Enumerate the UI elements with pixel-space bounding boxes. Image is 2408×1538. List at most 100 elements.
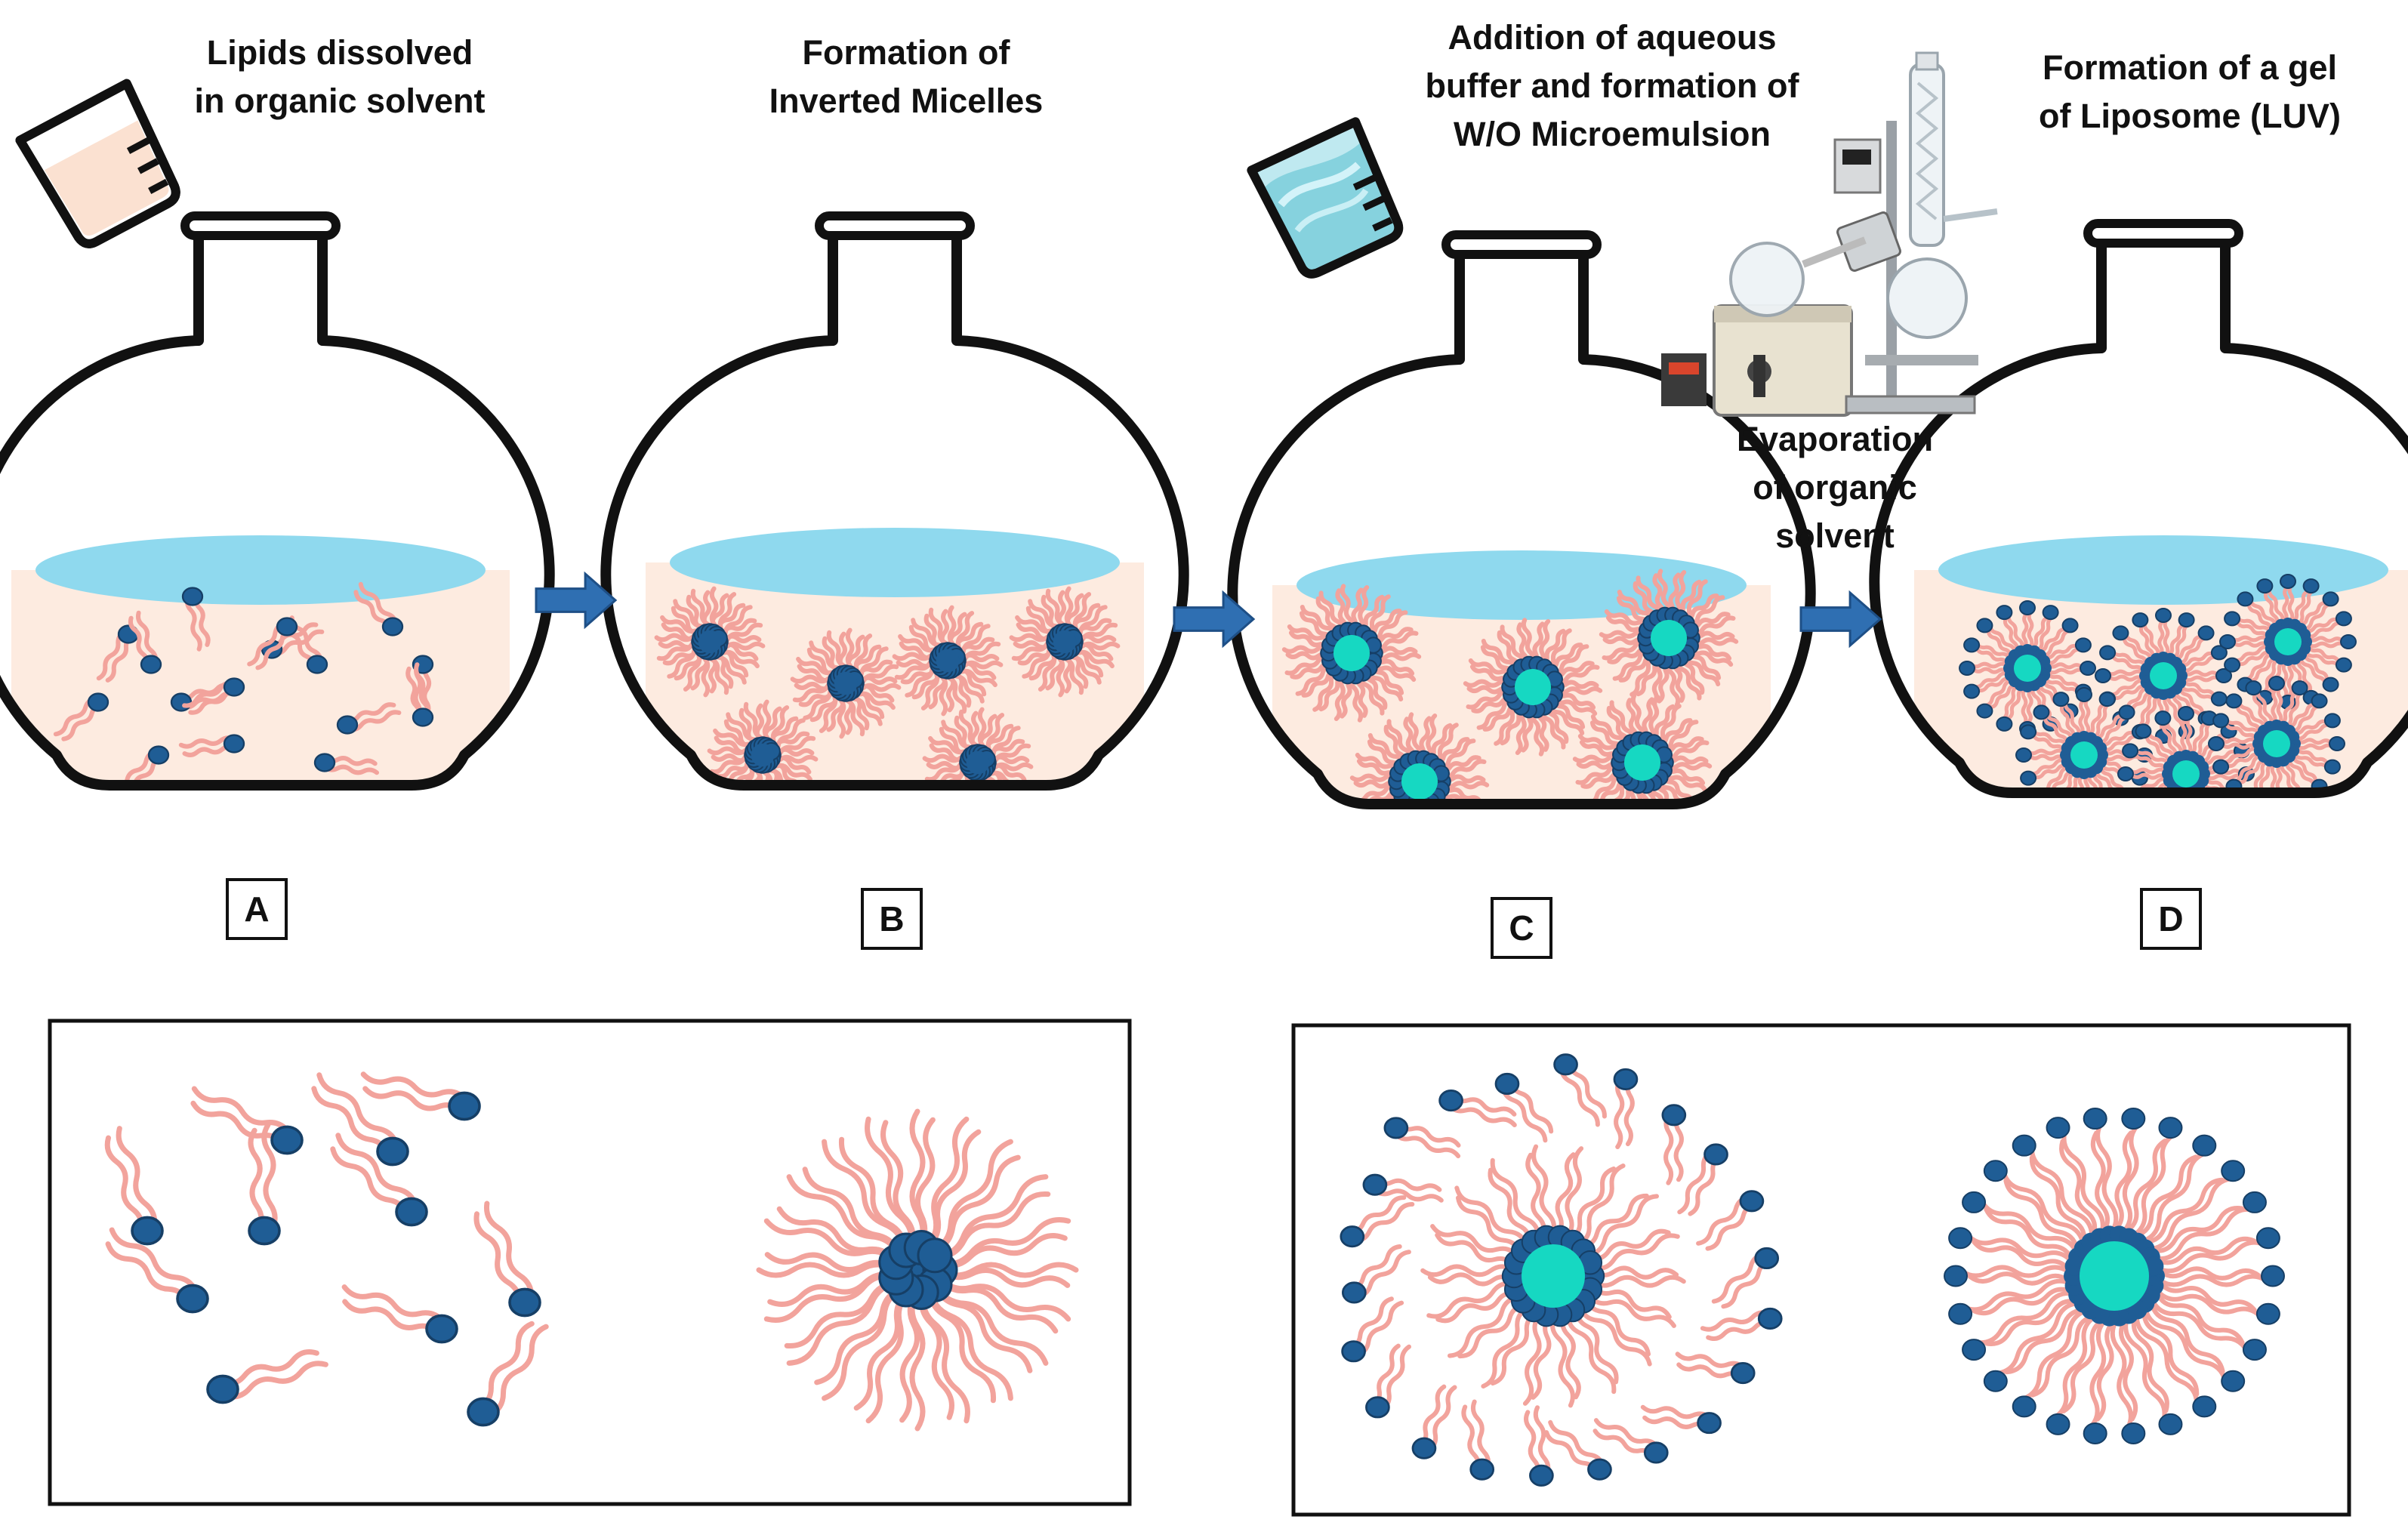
lipid-tail	[914, 1117, 936, 1250]
lipid-tail	[1347, 1195, 1407, 1234]
lipid-tail	[776, 1206, 899, 1266]
lipid-head	[2083, 1108, 2107, 1130]
lipid-tail	[191, 1086, 293, 1137]
lipid-tail	[1358, 673, 1385, 716]
lipid-tail	[2299, 657, 2327, 686]
lipid-head	[2221, 810, 2237, 824]
lipid-tail	[1427, 1272, 1516, 1287]
lipid-head	[1587, 1458, 1612, 1481]
lipid-head	[206, 1374, 239, 1404]
lipid-tail	[96, 630, 127, 681]
lipid-tail	[2179, 684, 2216, 702]
lipid-tail	[1466, 689, 1512, 710]
process-arrow	[1173, 590, 1256, 649]
lipid-head	[276, 617, 298, 636]
lipid-tail	[2001, 1170, 2086, 1245]
lipid-head	[2094, 741, 2107, 755]
lipid-head	[2224, 657, 2241, 673]
lipid-tail	[2292, 719, 2327, 735]
lipid-tail	[2149, 1176, 2234, 1251]
lipid-tail	[1986, 630, 2012, 658]
lipid-head	[2335, 657, 2352, 673]
lipid-tail	[346, 710, 402, 732]
flask-rim	[2083, 219, 2243, 248]
lipid-tail	[1617, 590, 1656, 623]
lipid-tail	[2113, 1130, 2134, 1232]
lipid-tail	[2151, 1206, 2244, 1253]
step-d-caption: Formation of a gel of Liposome (LUV)	[2001, 44, 2379, 140]
lipid-tail	[2286, 661, 2294, 698]
lipid-tail	[2154, 1291, 2245, 1345]
flask-rim	[815, 211, 975, 240]
lipid-tail	[1456, 1195, 1522, 1257]
lipid-head	[2291, 680, 2308, 696]
lipid-tail	[919, 1289, 954, 1420]
lipid-tail	[1984, 1207, 2074, 1261]
free-lipids-cluster	[104, 1071, 549, 1427]
lipid-head	[1944, 1265, 1968, 1287]
lipid-head	[395, 1197, 428, 1227]
lipid-head	[2100, 804, 2115, 818]
lipid-tail	[2235, 705, 2262, 733]
flask-d	[1869, 219, 2408, 828]
lipid-tail	[1995, 1301, 2080, 1376]
lipid-tail	[1551, 696, 1598, 716]
lipid-tail	[1688, 1154, 1723, 1216]
lipid-tail	[2233, 645, 2270, 663]
lipid-head	[2112, 625, 2129, 641]
lipid-head	[2098, 692, 2116, 707]
lipid-tail	[2174, 634, 2202, 661]
lipid-tail	[1612, 648, 1651, 681]
lipid-head	[1703, 1143, 1728, 1166]
lipid-tail	[1614, 1077, 1625, 1149]
lipid-tail	[1539, 707, 1566, 750]
lipid-tail	[1500, 1084, 1548, 1143]
lipid-tail	[1545, 628, 1572, 671]
lipid-tail	[2178, 636, 2207, 665]
lipid-tail	[1348, 1244, 1402, 1291]
lipid-tail	[1481, 639, 1520, 672]
inverted-micelle-detail	[756, 1108, 1079, 1432]
process-arrow	[1799, 590, 1882, 649]
lipid-tail	[2149, 1301, 2225, 1374]
lipid-head	[2121, 1108, 2146, 1130]
lipid-head	[270, 1125, 304, 1155]
lipid-head	[1529, 1464, 1554, 1487]
lipid-head	[2135, 810, 2151, 824]
lipid-head	[313, 753, 336, 772]
beaker-aqueous-buffer-icon	[1247, 117, 1404, 279]
lipid-head	[2053, 804, 2068, 818]
lipid-head	[2019, 600, 2036, 615]
lipid-head	[2154, 710, 2172, 726]
lipid-tail	[880, 1120, 916, 1251]
lipid-tail	[2303, 603, 2332, 631]
lipid-head	[170, 692, 193, 712]
lipid-tail	[2187, 795, 2190, 828]
lipid-head	[2121, 1422, 2146, 1444]
lipid-tail	[1984, 679, 2012, 707]
lipid-head	[1383, 1117, 1409, 1139]
caption-line: buffer and formation of	[1425, 66, 1799, 105]
lipid-tail	[2237, 700, 2266, 729]
lipid-tail	[2218, 737, 2258, 744]
lipid-tail	[2059, 704, 2076, 739]
lipid-head	[2208, 736, 2225, 751]
lipid-head	[1948, 1302, 1973, 1325]
step-label-c: C	[1491, 897, 1552, 959]
lipid-tail	[104, 1135, 145, 1236]
lipid-tail	[1530, 708, 1545, 757]
flask-c	[1227, 230, 1816, 809]
lipid-head	[1996, 716, 2013, 732]
lipid-tail	[2003, 1178, 2080, 1251]
lipid-tail	[1967, 1271, 2070, 1286]
lipid-tail	[2105, 669, 2144, 677]
lipid-head	[2074, 637, 2092, 653]
lipid-tail	[1287, 624, 1333, 644]
lipid-tail	[936, 1233, 1068, 1268]
lipid-tail	[2132, 1133, 2175, 1237]
lipid-head	[1661, 1104, 1687, 1127]
aqueous-core	[2274, 628, 2302, 655]
lipid-head	[2076, 687, 2092, 702]
lipid-tail	[1681, 579, 1708, 622]
lipid-tail	[2271, 688, 2278, 725]
